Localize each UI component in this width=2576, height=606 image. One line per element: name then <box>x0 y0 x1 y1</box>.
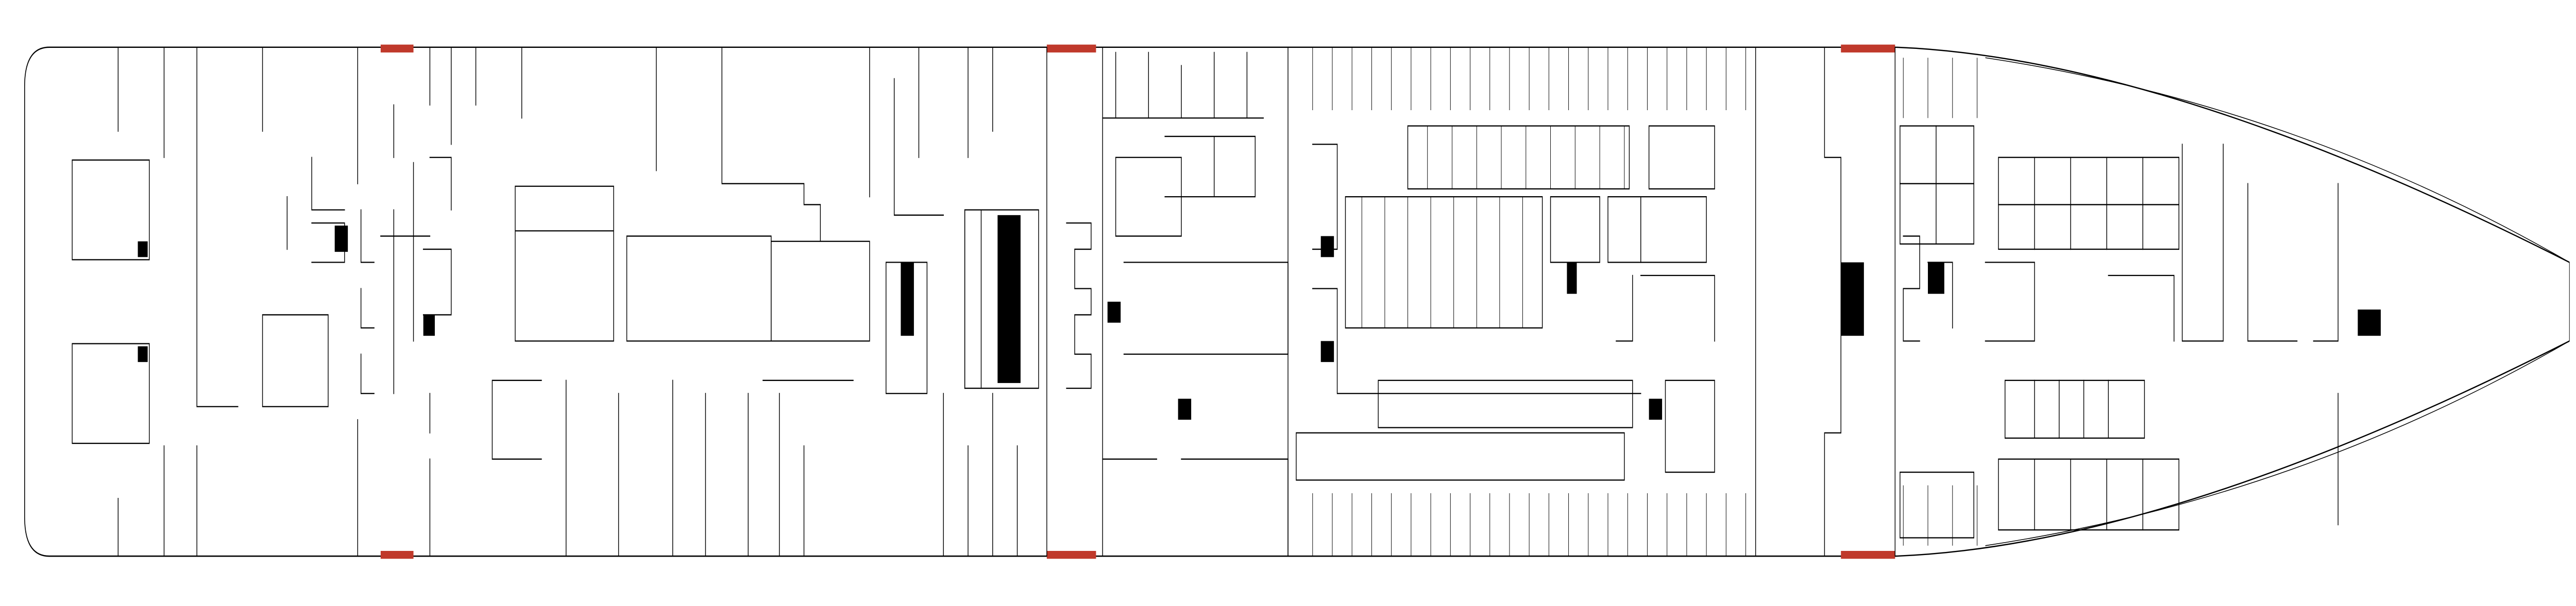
bow-rooms <box>1824 46 2381 557</box>
stairwell-aft <box>138 46 1121 557</box>
exit-marker <box>380 44 414 53</box>
exit-marker <box>1841 44 1895 53</box>
cabin-rows <box>1312 47 1978 557</box>
aft-rooms <box>72 46 1018 557</box>
hull-outline <box>24 46 2570 557</box>
exit-marker <box>1046 551 1096 559</box>
cabin-blocks <box>1102 46 1864 557</box>
exit-marker <box>1046 44 1096 53</box>
exit-marker <box>1841 551 1895 559</box>
exit-markers <box>380 44 1895 559</box>
exit-marker <box>380 551 414 559</box>
